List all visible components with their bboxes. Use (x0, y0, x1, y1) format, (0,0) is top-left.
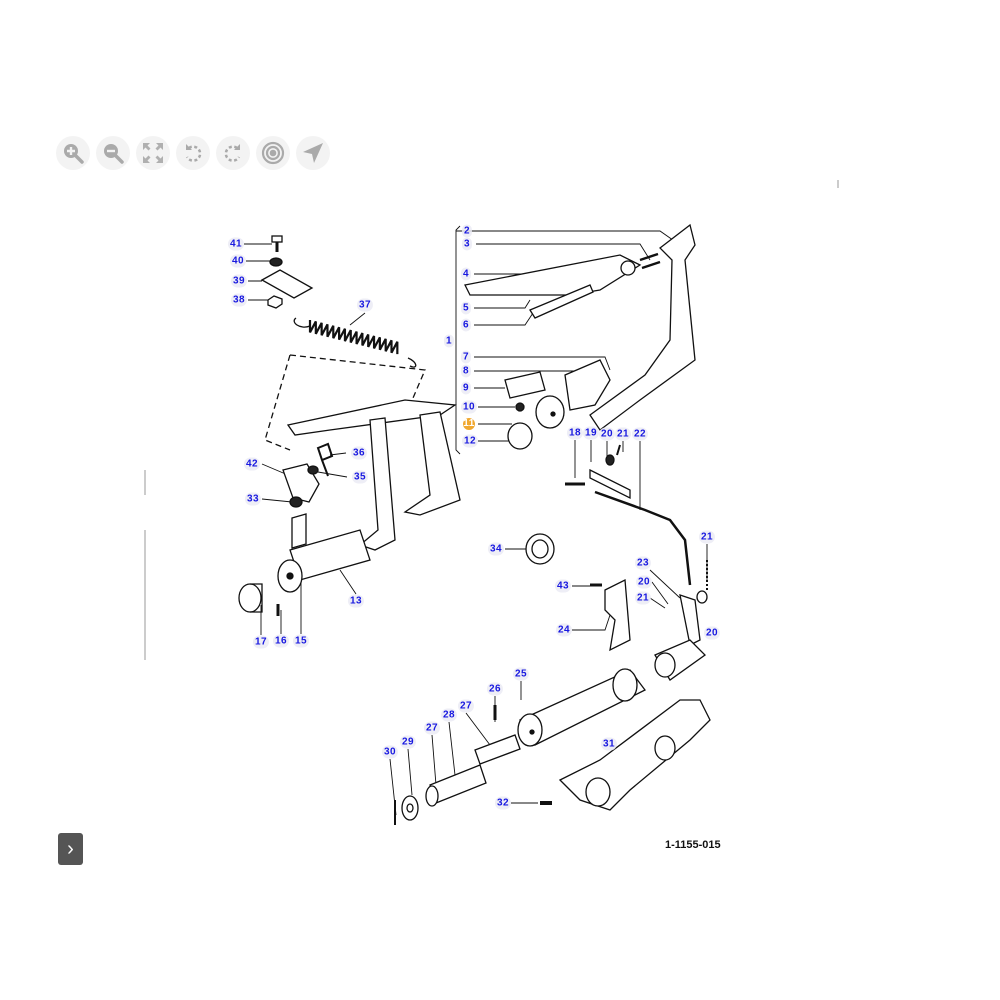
callout-label[interactable]: 18 (566, 426, 584, 440)
callout-label[interactable]: 23 (634, 556, 652, 570)
viewer-toolbar (56, 136, 330, 170)
rotate-left-button[interactable] (176, 136, 210, 170)
navigate-button[interactable] (296, 136, 330, 170)
callout-label[interactable]: 21 (614, 427, 632, 441)
part-drawings (238, 223, 711, 825)
callout-label[interactable]: 11 (463, 418, 475, 430)
callout-label[interactable]: 35 (351, 470, 369, 484)
callout-label[interactable]: 27 (457, 699, 475, 713)
callout-label[interactable]: 26 (486, 682, 504, 696)
callout-label[interactable]: 19 (582, 426, 600, 440)
callout-label[interactable]: 4 (460, 267, 472, 281)
callout-label[interactable]: 3 (461, 237, 473, 251)
callout-label[interactable]: 37 (356, 298, 374, 312)
callout-label[interactable]: 33 (244, 492, 262, 506)
callout-label[interactable]: 20 (598, 427, 616, 441)
callout-label[interactable]: 38 (230, 293, 248, 307)
fit-screen-icon (143, 143, 163, 163)
fit-screen-button[interactable] (136, 136, 170, 170)
callout-label[interactable]: 12 (461, 434, 479, 448)
callout-label[interactable]: 34 (487, 542, 505, 556)
callout-label[interactable]: 36 (350, 446, 368, 460)
rotate-left-icon (185, 144, 202, 162)
chevron-right-icon: › (67, 837, 74, 860)
target-icon (261, 141, 285, 165)
target-button[interactable] (256, 136, 290, 170)
callout-label[interactable]: 32 (494, 796, 512, 810)
callout-label[interactable]: 27 (423, 721, 441, 735)
zoom-out-button[interactable] (96, 136, 130, 170)
callout-label[interactable]: 20 (703, 626, 721, 640)
callout-label[interactable]: 20 (635, 575, 653, 589)
callout-label[interactable]: 8 (460, 364, 472, 378)
callout-label[interactable]: 6 (460, 318, 472, 332)
drawing-number: 1-1155-015 (665, 839, 721, 851)
scan-marks (144, 180, 839, 660)
rotate-right-button[interactable] (216, 136, 250, 170)
zoom-in-button[interactable] (56, 136, 90, 170)
callout-label[interactable]: 2 (461, 224, 473, 238)
callout-label[interactable]: 5 (460, 301, 472, 315)
callout-label[interactable]: 21 (634, 591, 652, 605)
callout-label[interactable]: 25 (512, 667, 530, 681)
rotate-right-icon (224, 144, 241, 162)
callout-label[interactable]: 28 (440, 708, 458, 722)
callout-label[interactable]: 9 (460, 381, 472, 395)
callout-label[interactable]: 16 (272, 634, 290, 648)
next-page-button[interactable]: › (58, 833, 83, 865)
callout-label[interactable]: 41 (227, 237, 245, 251)
callout-label[interactable]: 24 (555, 623, 573, 637)
callout-label[interactable]: 39 (230, 274, 248, 288)
callout-label[interactable]: 29 (399, 735, 417, 749)
navigate-icon (303, 143, 323, 163)
callout-label[interactable]: 30 (381, 745, 399, 759)
callout-label[interactable]: 21 (698, 530, 716, 544)
callout-label[interactable]: 10 (460, 400, 478, 414)
callout-label[interactable]: 7 (460, 350, 472, 364)
callout-label[interactable]: 43 (554, 579, 572, 593)
callout-label[interactable]: 31 (600, 737, 618, 751)
callout-label[interactable]: 22 (631, 427, 649, 441)
callout-label[interactable]: 17 (252, 635, 270, 649)
callout-label[interactable]: 1 (443, 334, 455, 348)
callout-label[interactable]: 15 (292, 634, 310, 648)
callout-label[interactable]: 42 (243, 457, 261, 471)
zoom-in-icon (64, 144, 84, 164)
callout-label[interactable]: 13 (347, 594, 365, 608)
zoom-out-icon (104, 144, 124, 164)
callout-label[interactable]: 40 (229, 254, 247, 268)
leader-lines (244, 225, 708, 816)
